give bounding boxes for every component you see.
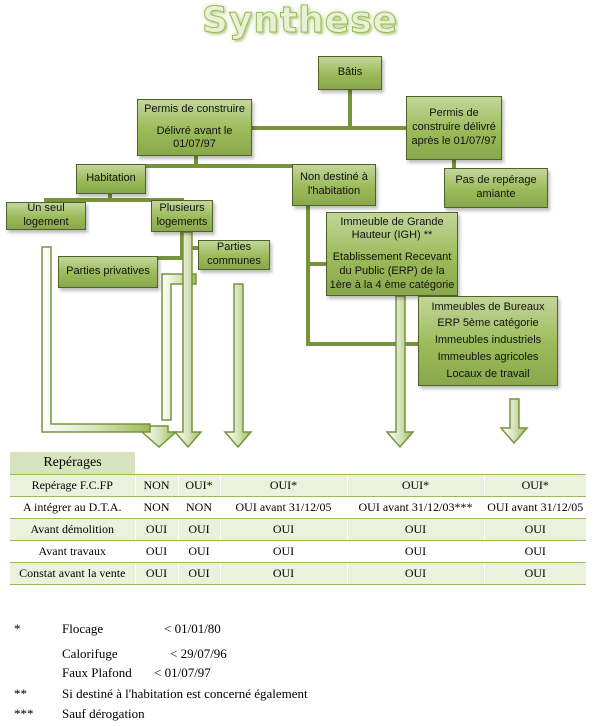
table-cell: OUI* [346,474,484,497]
node-seul-logement: Un seul logement [6,202,86,230]
table-row: Avant démolition OUI OUI OUI OUI OUI [10,518,586,541]
table-cell: NON [134,496,178,519]
node-permis-apres: Permis de construire délivré après le 01… [406,96,502,160]
table-cell: OUI [219,562,347,585]
table-cell: OUI [219,540,347,563]
table-cell: OUI [177,562,220,585]
table-cell: OUI [134,518,178,541]
table-cell: OUI [483,518,586,541]
table-cell: OUI* [483,474,586,497]
arrow-parties-privatives [161,273,197,421]
table-cell: OUI avant 31/12/05 [483,496,586,519]
bureaux-line: Locaux de travail [446,367,530,380]
node-bureaux: Immeubles de Bureaux ERP 5ème catégorie … [418,296,558,386]
arrow-plusieurs-logements [173,231,203,449]
footnote-flocage-value: < 01/01/80 [164,621,221,636]
footnote-calorifuge-value: < 29/07/96 [170,646,227,661]
bureaux-line: Immeubles agricoles [437,350,539,363]
table-cell: OUI* [177,474,220,497]
arrow-parties-communes [223,283,253,449]
footnote-calorifuge-label: Calorifuge [62,646,118,661]
node-non-destine: Non destiné à l'habitation [292,164,376,206]
row-label: Repérage F.C.FP [10,474,135,497]
footnote-star2-text: Si destiné à l'habitation est concerné é… [62,686,308,701]
table-row: Avant travaux OUI OUI OUI OUI OUI [10,540,586,563]
page-title: Synthese [201,0,399,42]
row-label: Constat avant la vente [10,562,135,585]
table-cell: OUI [177,518,220,541]
node-igh-erp: Immeuble de Grande Hauteur (IGH) ** Etab… [326,212,458,296]
row-label: A intégrer au D.T.A. [10,496,135,519]
arrowhead-seul-logement [140,425,178,449]
node-parties-communes: Parties communes [198,240,270,270]
footnote-star2: ** [14,686,27,701]
table-cell: OUI [219,518,347,541]
reperages-table: Repérage F.C.FP NON OUI* OUI* OUI* OUI* … [10,474,586,585]
footnote-star3-text: Sauf dérogation [62,706,145,721]
row-label: Avant travaux [10,540,135,563]
table-cell: NON [177,496,220,519]
table-cell: OUI [346,562,484,585]
node-plusieurs-logements: Plusieurs logements [151,200,213,232]
bureaux-line: Immeubles industriels [434,334,542,347]
table-cell: OUI avant 31/12/05 [219,496,347,519]
node-parties-privatives: Parties privatives [58,256,158,288]
node-habitation: Habitation [76,164,146,194]
table-row: Repérage F.C.FP NON OUI* OUI* OUI* OUI* [10,474,586,497]
reperages-header: Repérages [10,452,135,474]
table-cell: NON [134,474,178,497]
footnote-star1: * [14,621,21,636]
table-cell: OUI* [219,474,347,497]
footnote-faux-plafond-label: Faux Plafond [62,665,132,680]
down-arrows [41,231,529,449]
footnote-star3: *** [14,706,34,721]
footnote-flocage-label: Flocage [62,621,104,636]
bureaux-line: ERP 5ème catégorie [437,317,539,330]
bureaux-line: Immeubles de Bureaux [431,300,545,313]
table-row: A intégrer au D.T.A. NON NON OUI avant 3… [10,496,586,519]
table-cell: OUI [177,540,220,563]
arrow-igh [385,295,415,449]
row-label: Avant démolition [10,518,135,541]
table-cell: OUI [134,562,178,585]
node-permis-avant: Permis de construire Délivré avant le 01… [137,99,252,156]
node-pas-reperage: Pas de repérage amiante [444,168,548,208]
table-cell: OUI [483,540,586,563]
table-cell: OUI [134,540,178,563]
arrow-seul-logement [41,246,151,433]
node-batis: Bâtis [318,56,382,90]
table-cell: OUI [346,518,484,541]
table-cell: OUI [483,562,586,585]
table-cell: OUI avant 31/12/03*** [346,496,484,519]
footnote-faux-plafond-value: < 01/07/97 [154,665,211,680]
table-cell: OUI [346,540,484,563]
table-row: Constat avant la vente OUI OUI OUI OUI O… [10,562,586,585]
arrow-bureaux [499,398,529,445]
